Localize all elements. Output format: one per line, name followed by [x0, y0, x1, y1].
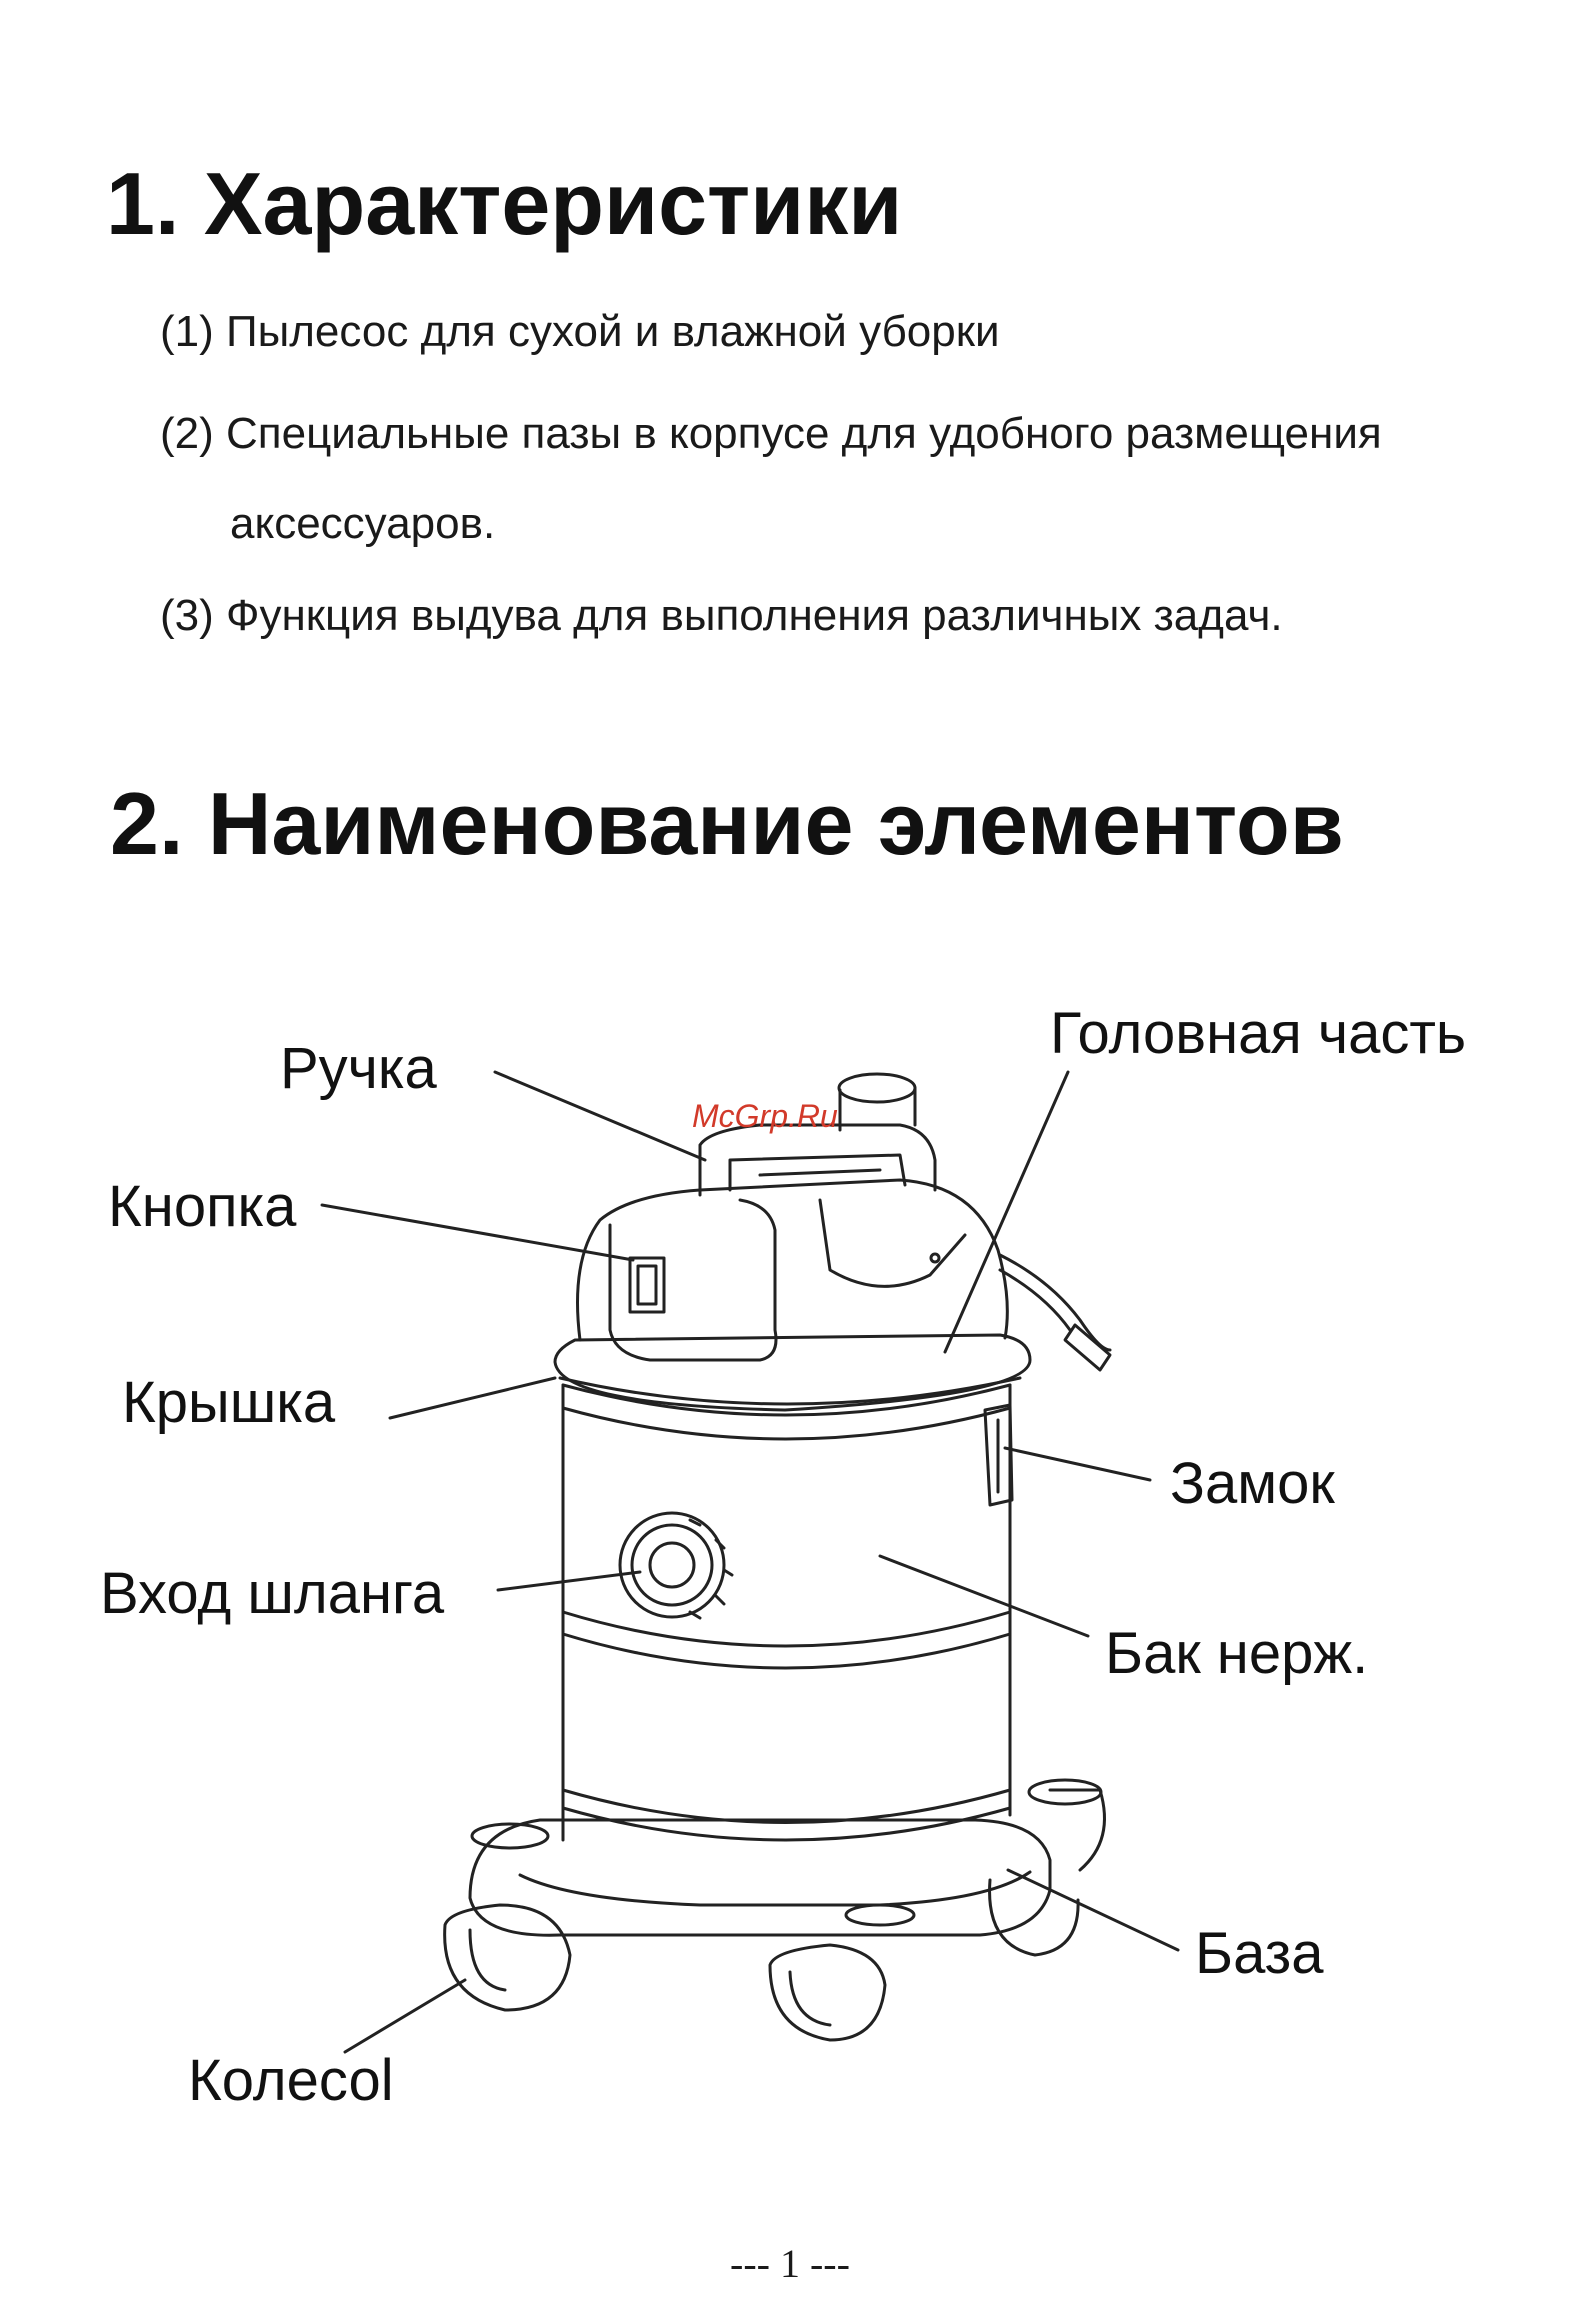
power-cord	[1000, 1255, 1110, 1350]
label-tank: Бак нерж.	[1105, 1621, 1369, 1686]
leader-latch	[1005, 1448, 1150, 1480]
hose-inlet-ring	[620, 1513, 724, 1617]
head-front-panel	[610, 1200, 776, 1360]
label-head: Головная часть	[1050, 1001, 1467, 1066]
power-button-outline	[630, 1258, 664, 1312]
base-drawing	[445, 1780, 1105, 2040]
label-button: Кнопка	[108, 1174, 297, 1239]
label-base: База	[1195, 1921, 1324, 1986]
tank-drawing	[563, 1385, 1012, 1840]
base-caster-mount-right	[1029, 1780, 1101, 1804]
handle-outline	[700, 1125, 935, 1195]
leader-lid	[390, 1378, 555, 1418]
wheel-front-left	[445, 1905, 570, 2010]
feature-item-3: (3) Функция выдува для выполнения различ…	[160, 591, 1283, 640]
leader-hose-inlet	[498, 1572, 640, 1590]
wheel-front-center	[770, 1945, 885, 2040]
blower-port	[840, 1088, 915, 1130]
watermark: McGrp.Ru	[692, 1098, 838, 1134]
leader-base	[1008, 1870, 1178, 1950]
wheel-right	[990, 1880, 1079, 1955]
feature-item-1: (1) Пылесос для сухой и влажной уборки	[160, 307, 1000, 356]
leader-button	[322, 1205, 633, 1260]
feature-item-2: (2) Специальные пазы в корпусе для удобн…	[160, 409, 1382, 458]
lid-rim	[555, 1335, 1030, 1410]
label-wheel: Колесоl	[188, 2048, 394, 2113]
leader-head	[945, 1072, 1068, 1352]
label-latch: Замок	[1170, 1451, 1335, 1516]
section-title-characteristics: 1. Характеристики	[106, 154, 903, 253]
leader-wheel	[345, 1980, 465, 2052]
label-handle: Ручка	[280, 1036, 437, 1101]
base-caster-mount-left	[472, 1824, 548, 1848]
section-title-parts: 2. Наименование элементов	[110, 774, 1344, 873]
leader-lines	[322, 1072, 1178, 2052]
leader-handle	[495, 1072, 705, 1160]
page-number: --- 1 ---	[730, 2241, 850, 2286]
latch-clip	[985, 1405, 1012, 1505]
leader-tank	[880, 1556, 1088, 1636]
label-lid: Крышка	[122, 1370, 336, 1435]
label-hose-inlet: Вход шланга	[100, 1561, 445, 1626]
feature-item-2-continued: аксессуаров.	[230, 499, 496, 548]
head-drawing	[555, 1074, 1110, 1410]
